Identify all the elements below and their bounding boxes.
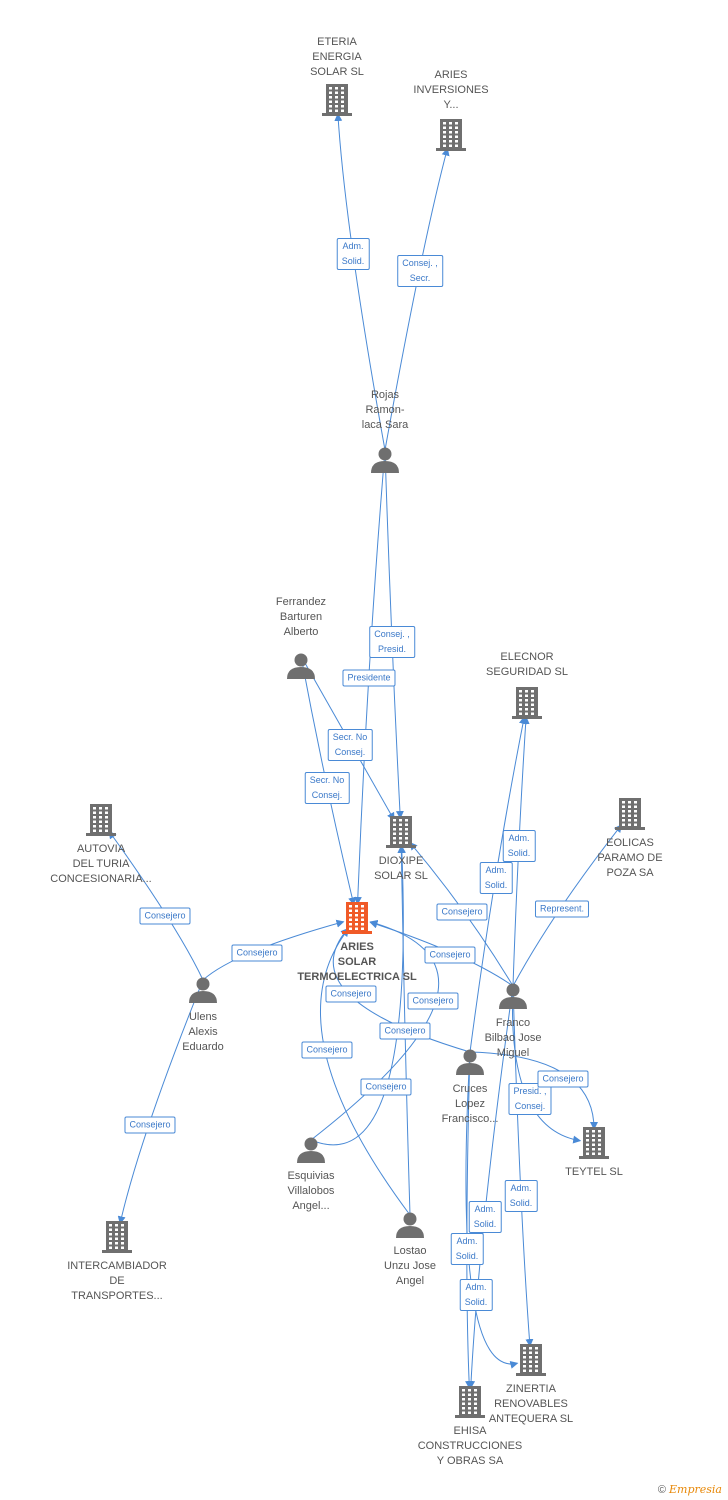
edge-label[interactable]: Adm. Solid. xyxy=(479,862,513,894)
node-label[interactable]: EOLICAS PARAMO DE POZA SA xyxy=(597,837,663,879)
edge-label[interactable]: Adm. Solid. xyxy=(468,1201,502,1233)
node-label[interactable]: Cruces Lopez Francisco... xyxy=(441,1083,499,1125)
edge-label[interactable]: Consej. , Presid. xyxy=(369,626,415,658)
node-label[interactable]: Franco Bilbao Jose Miguel xyxy=(484,1017,542,1059)
node-label[interactable]: ARIES SOLAR TERMOELECTRICA SL xyxy=(297,941,417,983)
company-node-eteria[interactable] xyxy=(322,84,352,116)
person-node-ulens[interactable] xyxy=(189,977,217,1004)
company-node-dioxipe[interactable] xyxy=(386,816,416,848)
edge-label[interactable]: Consejero xyxy=(231,944,283,962)
company-node-eolicas[interactable] xyxy=(615,798,645,830)
copyright-symbol: © xyxy=(657,1484,666,1496)
node-label[interactable]: AUTOVIA DEL TURIA CONCESIONARIA... xyxy=(50,843,152,885)
person-icon xyxy=(396,1212,424,1238)
edge-label[interactable]: Secr. No Consej. xyxy=(327,729,373,761)
edge-label[interactable]: Consejero xyxy=(436,903,488,921)
brand-logo[interactable]: Empresia xyxy=(669,1483,722,1496)
company-node-aries_solar[interactable] xyxy=(342,902,372,934)
edge-label[interactable]: Consejero xyxy=(407,992,459,1010)
node-label[interactable]: Lostao Unzu Jose Angel xyxy=(384,1245,436,1287)
person-icon xyxy=(456,1049,484,1075)
edge-label[interactable]: Adm. Solid. xyxy=(504,1180,538,1212)
person-node-esquivias[interactable] xyxy=(297,1137,325,1164)
person-icon xyxy=(371,447,399,473)
edge-label[interactable]: Consejero xyxy=(537,1070,589,1088)
edge-label[interactable]: Consejero xyxy=(301,1041,353,1059)
node-label[interactable]: Rojas Ramon- laca Sara xyxy=(361,389,409,431)
building-icon xyxy=(579,1127,609,1159)
node-label[interactable]: TEYTEL SL xyxy=(565,1166,623,1178)
person-node-lostao[interactable] xyxy=(396,1212,424,1239)
node-label[interactable]: EHISA CONSTRUCCIONES Y OBRAS SA xyxy=(417,1425,523,1467)
footer: © Empresia xyxy=(658,1483,722,1496)
building-icon xyxy=(455,1386,485,1418)
node-label[interactable]: Ferrandez Barturen Alberto xyxy=(275,596,327,638)
company-node-teytel[interactable] xyxy=(579,1127,609,1159)
person-icon xyxy=(287,653,315,679)
edge-label[interactable]: Adm. Solid. xyxy=(450,1233,484,1265)
building-icon xyxy=(322,84,352,116)
building-icon xyxy=(102,1221,132,1253)
edge-label[interactable]: Adm. Solid. xyxy=(502,830,536,862)
company-node-elecnor[interactable] xyxy=(512,687,542,719)
building-icon xyxy=(512,687,542,719)
node-label[interactable]: ARIES INVERSIONES Y... xyxy=(413,69,489,111)
node-label[interactable]: Ulens Alexis Eduardo xyxy=(182,1011,224,1053)
node-label[interactable]: ZINERTIA RENOVABLES ANTEQUERA SL xyxy=(488,1383,574,1425)
edge-label[interactable]: Consejero xyxy=(124,1116,176,1134)
person-icon xyxy=(499,983,527,1009)
edge-label[interactable]: Consejero xyxy=(325,985,377,1003)
building-icon xyxy=(516,1344,546,1376)
edge-label[interactable]: Adm. Solid. xyxy=(459,1279,493,1311)
node-label[interactable]: Esquivias Villalobos Angel... xyxy=(287,1170,335,1212)
person-node-franco[interactable] xyxy=(499,983,527,1010)
person-node-ferrandez[interactable] xyxy=(287,653,315,680)
company-node-aries_inv[interactable] xyxy=(436,119,466,151)
building-icon xyxy=(86,804,116,836)
node-label[interactable]: ETERIA ENERGIA SOLAR SL xyxy=(310,36,364,78)
edge-label[interactable]: Consejero xyxy=(424,946,476,964)
building-icon xyxy=(615,798,645,830)
edge-label[interactable]: Represent. xyxy=(534,900,590,918)
company-node-zinertia[interactable] xyxy=(516,1344,546,1376)
edge-label[interactable]: Consejero xyxy=(379,1022,431,1040)
person-icon xyxy=(297,1137,325,1163)
edge-label[interactable]: Consejero xyxy=(360,1078,412,1096)
edge-label[interactable]: Presidente xyxy=(342,669,396,687)
edge-label[interactable]: Consejero xyxy=(139,907,191,925)
edge-label[interactable]: Adm. Solid. xyxy=(336,238,370,270)
building-icon xyxy=(436,119,466,151)
node-label[interactable]: DIOXIPE SOLAR SL xyxy=(374,855,428,882)
building-icon xyxy=(386,816,416,848)
person-icon xyxy=(189,977,217,1003)
building-icon xyxy=(342,902,372,934)
company-node-intercambiador[interactable] xyxy=(102,1221,132,1253)
edge-label[interactable]: Presid. , Consej. xyxy=(508,1083,552,1115)
edge-label[interactable]: Consej. , Secr. xyxy=(397,255,443,287)
node-label[interactable]: ELECNOR SEGURIDAD SL xyxy=(486,651,568,678)
person-node-rojas[interactable] xyxy=(371,447,399,474)
node-label[interactable]: INTERCAMBIADOR DE TRANSPORTES... xyxy=(67,1260,167,1302)
edge-label[interactable]: Secr. No Consej. xyxy=(304,772,350,804)
company-node-ehisa[interactable] xyxy=(455,1386,485,1418)
person-node-cruces[interactable] xyxy=(456,1049,484,1076)
company-node-autovia[interactable] xyxy=(86,804,116,836)
